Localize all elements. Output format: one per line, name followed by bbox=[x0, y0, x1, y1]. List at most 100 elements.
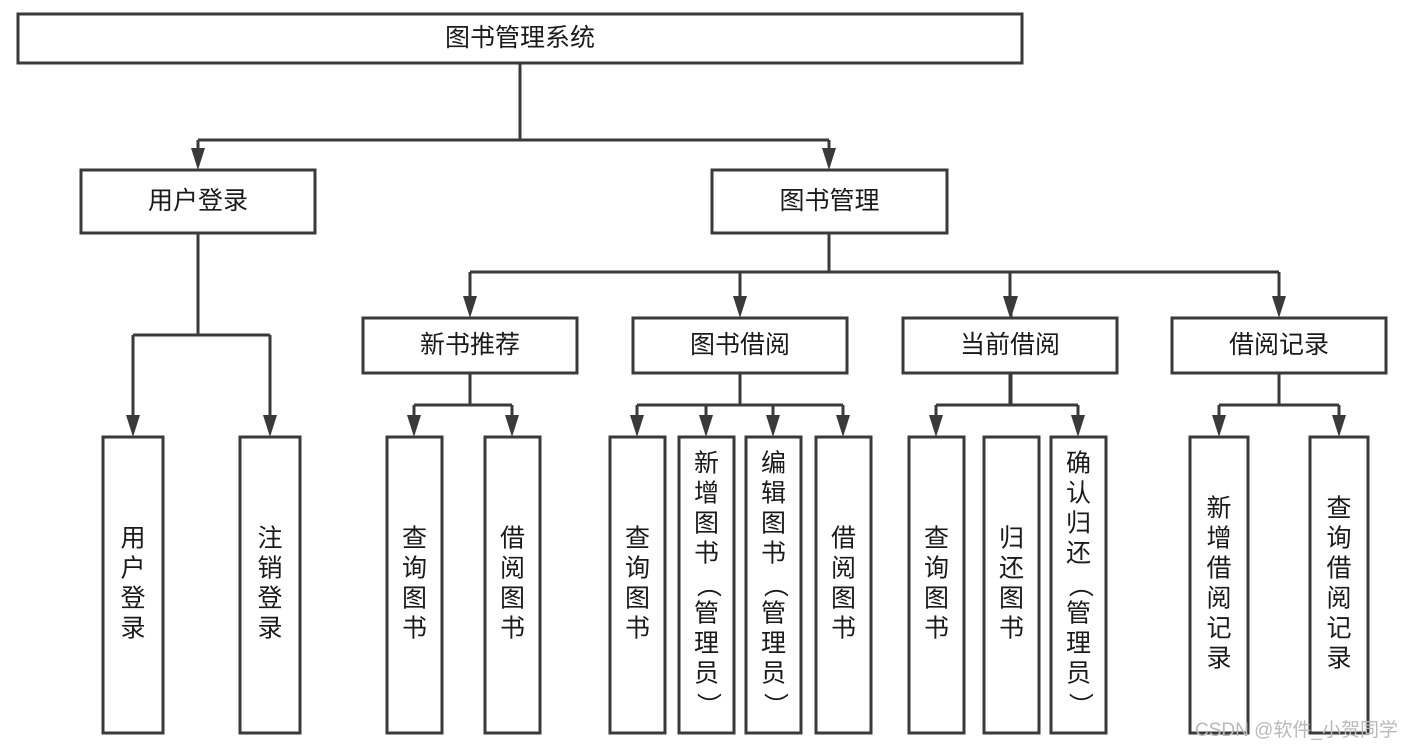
node-box-leaf-query-book-rec[interactable] bbox=[385, 435, 444, 735]
node-label-glyph: 登 bbox=[257, 585, 282, 613]
node-label-glyph: 图 bbox=[924, 585, 949, 613]
node-label-glyph: 理 bbox=[761, 630, 786, 658]
node-box-book-manage[interactable] bbox=[710, 168, 949, 235]
node-box-root[interactable] bbox=[16, 12, 1024, 65]
node-label-glyph: 录 bbox=[1206, 645, 1231, 673]
node-label-glyph: 查 bbox=[924, 525, 949, 553]
node-label-root: 图书管理系统 bbox=[445, 24, 595, 52]
node-label-glyph: 理 bbox=[1066, 630, 1091, 658]
node-label-glyph: 借 bbox=[1206, 555, 1231, 583]
node-label-glyph: 用 bbox=[120, 525, 145, 553]
node-label-current-borrow: 当前借阅 bbox=[960, 331, 1060, 359]
node-label-glyph: 阅 bbox=[831, 555, 856, 583]
node-label-glyph: 图 bbox=[625, 585, 650, 613]
node-label-glyph: 查 bbox=[625, 525, 650, 553]
node-box-leaf-confirm-return[interactable] bbox=[1049, 435, 1108, 735]
node-box-leaf-user-login[interactable] bbox=[101, 435, 165, 735]
node-label-glyph: 销 bbox=[257, 555, 282, 583]
arrow-head-icon bbox=[1212, 415, 1226, 437]
arrow-head-icon bbox=[766, 415, 780, 437]
node-label-glyph: 询 bbox=[1326, 525, 1351, 553]
node-box-leaf-query-book-cur[interactable] bbox=[907, 435, 966, 735]
node-label-glyph: 查 bbox=[402, 525, 427, 553]
node-label-glyph: 录 bbox=[257, 615, 282, 643]
node-box-leaf-query-book-bor[interactable] bbox=[608, 435, 667, 735]
arrow-head-icon bbox=[630, 415, 644, 437]
node-box-new-book-rec[interactable] bbox=[361, 316, 579, 375]
node-label-glyph: 归 bbox=[1066, 510, 1091, 538]
node-label-glyph: 书 bbox=[831, 615, 856, 643]
node-box-current-borrow[interactable] bbox=[901, 316, 1119, 375]
node-box-leaf-edit-book[interactable] bbox=[744, 435, 803, 735]
node-label-glyph: （ bbox=[694, 572, 722, 597]
node-label-glyph: 新 bbox=[1206, 495, 1231, 523]
node-box-leaf-user-logout[interactable] bbox=[238, 435, 302, 735]
node-label-glyph: 管 bbox=[1066, 600, 1091, 628]
node-box-leaf-query-record[interactable] bbox=[1308, 435, 1370, 735]
node-label-glyph: 记 bbox=[1326, 615, 1351, 643]
connector-group-bus-user-login bbox=[126, 233, 277, 437]
node-label-glyph: 还 bbox=[1066, 540, 1091, 568]
csdn-watermark: CSDN @软件_小贺同学 bbox=[1195, 719, 1398, 741]
node-label-user-login: 用户登录 bbox=[148, 187, 248, 215]
node-label-glyph: 图 bbox=[402, 585, 427, 613]
node-label-glyph: 询 bbox=[402, 555, 427, 583]
node-label-glyph: 管 bbox=[761, 600, 786, 628]
node-label-glyph: 书 bbox=[761, 540, 786, 568]
node-label-glyph: 还 bbox=[999, 555, 1024, 583]
node-label-glyph: 图 bbox=[500, 585, 525, 613]
node-label-glyph: 注 bbox=[257, 525, 282, 553]
node-label-glyph: 阅 bbox=[1326, 585, 1351, 613]
node-label-glyph: 借 bbox=[831, 525, 856, 553]
node-label-glyph: 新 bbox=[694, 450, 719, 478]
arrow-head-icon bbox=[699, 415, 713, 437]
arrow-head-icon bbox=[929, 415, 943, 437]
node-label-glyph: ） bbox=[1066, 692, 1094, 717]
node-label-glyph: 增 bbox=[694, 480, 719, 508]
node-label-glyph: 阅 bbox=[1206, 585, 1231, 613]
node-label-glyph: 录 bbox=[120, 615, 145, 643]
node-box-book-borrow[interactable] bbox=[631, 316, 849, 375]
connector-group-bus-root bbox=[191, 63, 836, 170]
node-box-leaf-add-book[interactable] bbox=[677, 435, 736, 735]
connector-group-bus-book-manage bbox=[463, 233, 1286, 318]
node-label-glyph: 录 bbox=[1326, 645, 1351, 673]
node-label-glyph: 阅 bbox=[500, 555, 525, 583]
node-label-glyph: 编 bbox=[761, 450, 786, 478]
node-box-leaf-borrow-book[interactable] bbox=[814, 435, 873, 735]
node-label-glyph: 确 bbox=[1066, 450, 1091, 478]
node-label-glyph: 询 bbox=[625, 555, 650, 583]
node-label-glyph: （ bbox=[1066, 572, 1094, 597]
node-label-glyph: 辑 bbox=[761, 480, 786, 508]
node-label-new-book-rec: 新书推荐 bbox=[420, 331, 520, 359]
node-boxes-layer bbox=[16, 12, 1388, 735]
node-label-glyph: ） bbox=[694, 692, 722, 717]
node-labels-layer: 图书管理系统用户登录图书管理新书推荐图书借阅当前借阅借阅记录用户登录注销登录查询… bbox=[120, 24, 1351, 717]
node-box-user-login[interactable] bbox=[79, 168, 317, 235]
arrow-head-icon bbox=[263, 415, 277, 437]
node-box-leaf-add-record[interactable] bbox=[1188, 435, 1250, 735]
node-label-book-manage: 图书管理 bbox=[779, 187, 879, 215]
arrow-head-icon bbox=[1004, 296, 1018, 318]
node-label-leaf-user-login: 用户登录 bbox=[120, 525, 145, 643]
node-box-leaf-return-book[interactable] bbox=[982, 435, 1041, 735]
arrow-head-icon bbox=[505, 415, 519, 437]
connector-group-bus-borrow-record bbox=[1212, 373, 1346, 437]
node-label-glyph: 认 bbox=[1066, 480, 1091, 508]
node-label-glyph: 书 bbox=[500, 615, 525, 643]
node-label-glyph: 书 bbox=[402, 615, 427, 643]
node-box-leaf-borrow-book-rec[interactable] bbox=[483, 435, 542, 735]
arrow-head-icon bbox=[733, 296, 747, 318]
node-label-glyph: 图 bbox=[831, 585, 856, 613]
node-box-borrow-record[interactable] bbox=[1170, 316, 1388, 375]
arrow-head-icon bbox=[1071, 415, 1085, 437]
node-label-glyph: 书 bbox=[924, 615, 949, 643]
